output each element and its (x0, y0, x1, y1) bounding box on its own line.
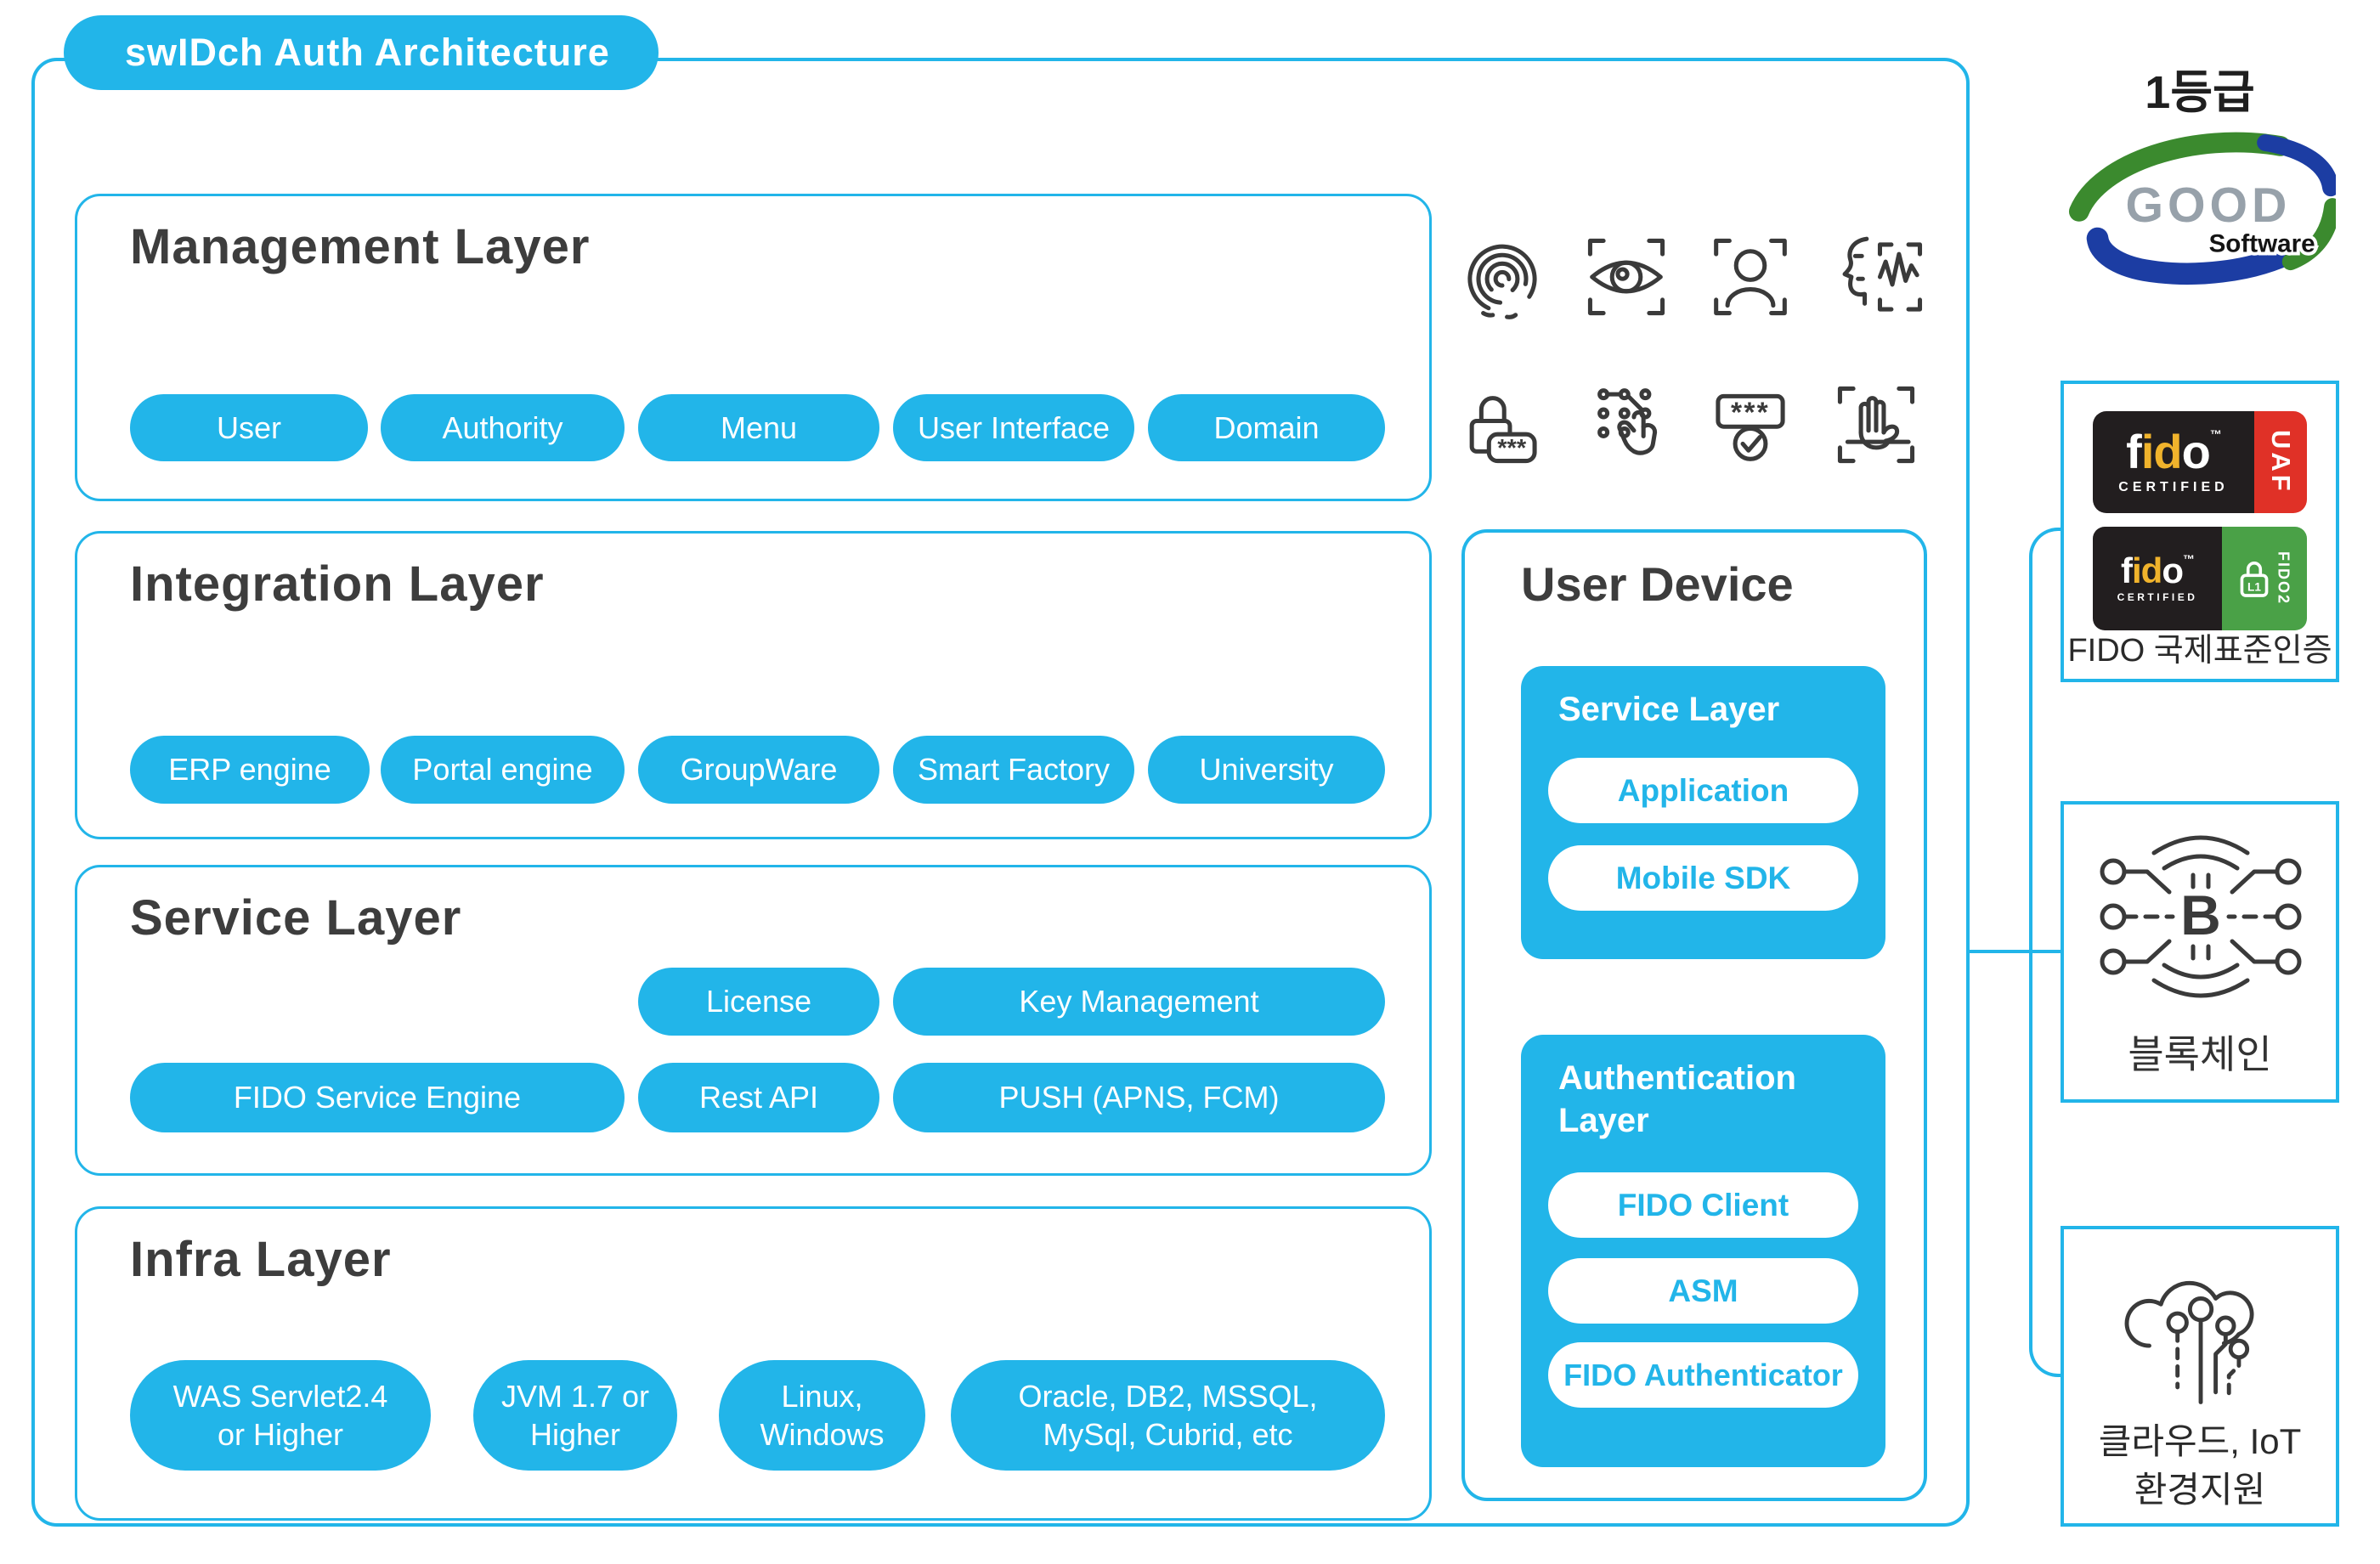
palm-scan-icon (1829, 377, 1924, 472)
device-service-layer-title: Service Layer (1558, 691, 1780, 728)
pill-mobile-sdk: Mobile SDK (1548, 845, 1858, 911)
iris-scan-icon (1579, 229, 1674, 325)
cloud-iot-label: 클라우드, IoT 환경지원 (2098, 1421, 2302, 1510)
integration-layer-box: Integration Layer ERP engine Portal engi… (75, 531, 1432, 839)
diagram-title-pill: swIDch Auth Architecture (64, 15, 659, 90)
pill-domain: Domain (1148, 394, 1385, 461)
password-lock-icon: *** (1455, 377, 1550, 472)
blockchain-box: B 블록체인 (2061, 801, 2339, 1103)
fido-fido2-badge: fido™ CERTIFIED L1 FIDO2 (2093, 527, 2307, 630)
pill-user-interface: User Interface (893, 394, 1134, 461)
fido-uaf-badge: fido™ CERTIFIED UAF (2093, 411, 2307, 513)
integration-layer-title: Integration Layer (130, 556, 545, 612)
pill-menu: Menu (638, 394, 879, 461)
diagram-title: swIDch Auth Architecture (125, 31, 610, 74)
pill-key-management: Key Management (893, 968, 1385, 1036)
management-layer-box: Management Layer User Authority Menu Use… (75, 194, 1432, 501)
pill-databases: Oracle, DB2, MSSQL, MySql, Cubrid, etc (951, 1360, 1385, 1471)
cloud-iot-icon (2105, 1245, 2298, 1419)
infra-layer-box: Infra Layer WAS Servlet2.4 or Higher JVM… (75, 1206, 1432, 1521)
pill-fido-service-engine: FIDO Service Engine (130, 1063, 625, 1132)
pill-rest-api: Rest API (638, 1063, 879, 1132)
service-layer-title: Service Layer (130, 890, 462, 946)
pill-portal-engine: Portal engine (381, 736, 625, 804)
fido-cert-label: FIDO 국제표준인증 (2067, 633, 2332, 669)
lock-l1-icon: L1 (2240, 562, 2268, 597)
user-device-title: User Device (1521, 557, 1794, 611)
good-software-logo: GOOD Software (2067, 124, 2341, 292)
svg-text:***: *** (1731, 398, 1770, 429)
pill-erp-engine: ERP engine (130, 736, 370, 804)
device-authentication-layer-title: Authentication Layer (1558, 1059, 1796, 1139)
blockchain-label: 블록체인 (2128, 1032, 2272, 1076)
pill-jvm: JVM 1.7 or Higher (473, 1360, 677, 1471)
pill-fido-client: FIDO Client (1548, 1172, 1858, 1238)
fingerprint-icon (1455, 229, 1550, 325)
fido2-tab: L1 FIDO2 (2222, 527, 2307, 630)
voice-recognition-icon (1829, 229, 1924, 325)
svg-text:L1: L1 (2247, 581, 2261, 594)
blockchain-icon: B (2095, 827, 2307, 1007)
svg-text:B: B (2180, 884, 2221, 946)
service-layer-box: Service Layer License Key Management FID… (75, 865, 1432, 1176)
cloud-iot-box: 클라우드, IoT 환경지원 (2061, 1226, 2339, 1527)
otp-verification-icon: *** (1703, 377, 1798, 472)
pill-user: User (130, 394, 368, 461)
pill-authority: Authority (381, 394, 625, 461)
connector-main-to-blockchain (1966, 950, 2061, 953)
pill-smart-factory: Smart Factory (893, 736, 1134, 804)
pill-license: License (638, 968, 879, 1036)
face-recognition-icon (1703, 229, 1798, 325)
pill-linux-windows: Linux, Windows (719, 1360, 925, 1471)
pill-application: Application (1548, 758, 1858, 823)
user-device-box: User Device Service Layer Application Mo… (1461, 529, 1927, 1501)
fido-wordmark: fido™ (2126, 425, 2222, 479)
device-authentication-layer-box: Authentication Layer FIDO Client ASM FID… (1521, 1035, 1885, 1467)
fido-wordmark: fido™ (2121, 551, 2195, 591)
pill-push-apns-fcm: PUSH (APNS, FCM) (893, 1063, 1385, 1132)
connector-bracket-top (2029, 528, 2063, 563)
pill-university: University (1148, 736, 1385, 804)
connector-bracket-bottom (2029, 1341, 2063, 1377)
management-layer-title: Management Layer (130, 219, 591, 274)
fido-certification-box: fido™ CERTIFIED UAF fido™ CERTIFIED L1 F… (2061, 381, 2339, 682)
device-service-layer-box: Service Layer Application Mobile SDK (1521, 666, 1885, 959)
infra-layer-title: Infra Layer (130, 1232, 392, 1287)
pin-pattern-icon (1579, 377, 1674, 472)
pill-fido-authenticator: FIDO Authenticator (1548, 1342, 1858, 1408)
logo-good-text: GOOD (2126, 178, 2292, 233)
pill-asm: ASM (1548, 1258, 1858, 1324)
uaf-tab: UAF (2254, 411, 2307, 513)
svg-text:***: *** (1497, 435, 1527, 462)
connector-bracket-vertical (2029, 561, 2032, 1347)
grade-label: 1등급 (2145, 67, 2255, 118)
pill-was-servlet: WAS Servlet2.4 or Higher (130, 1360, 431, 1471)
pill-groupware: GroupWare (638, 736, 879, 804)
logo-software-text: Software (2209, 229, 2315, 257)
